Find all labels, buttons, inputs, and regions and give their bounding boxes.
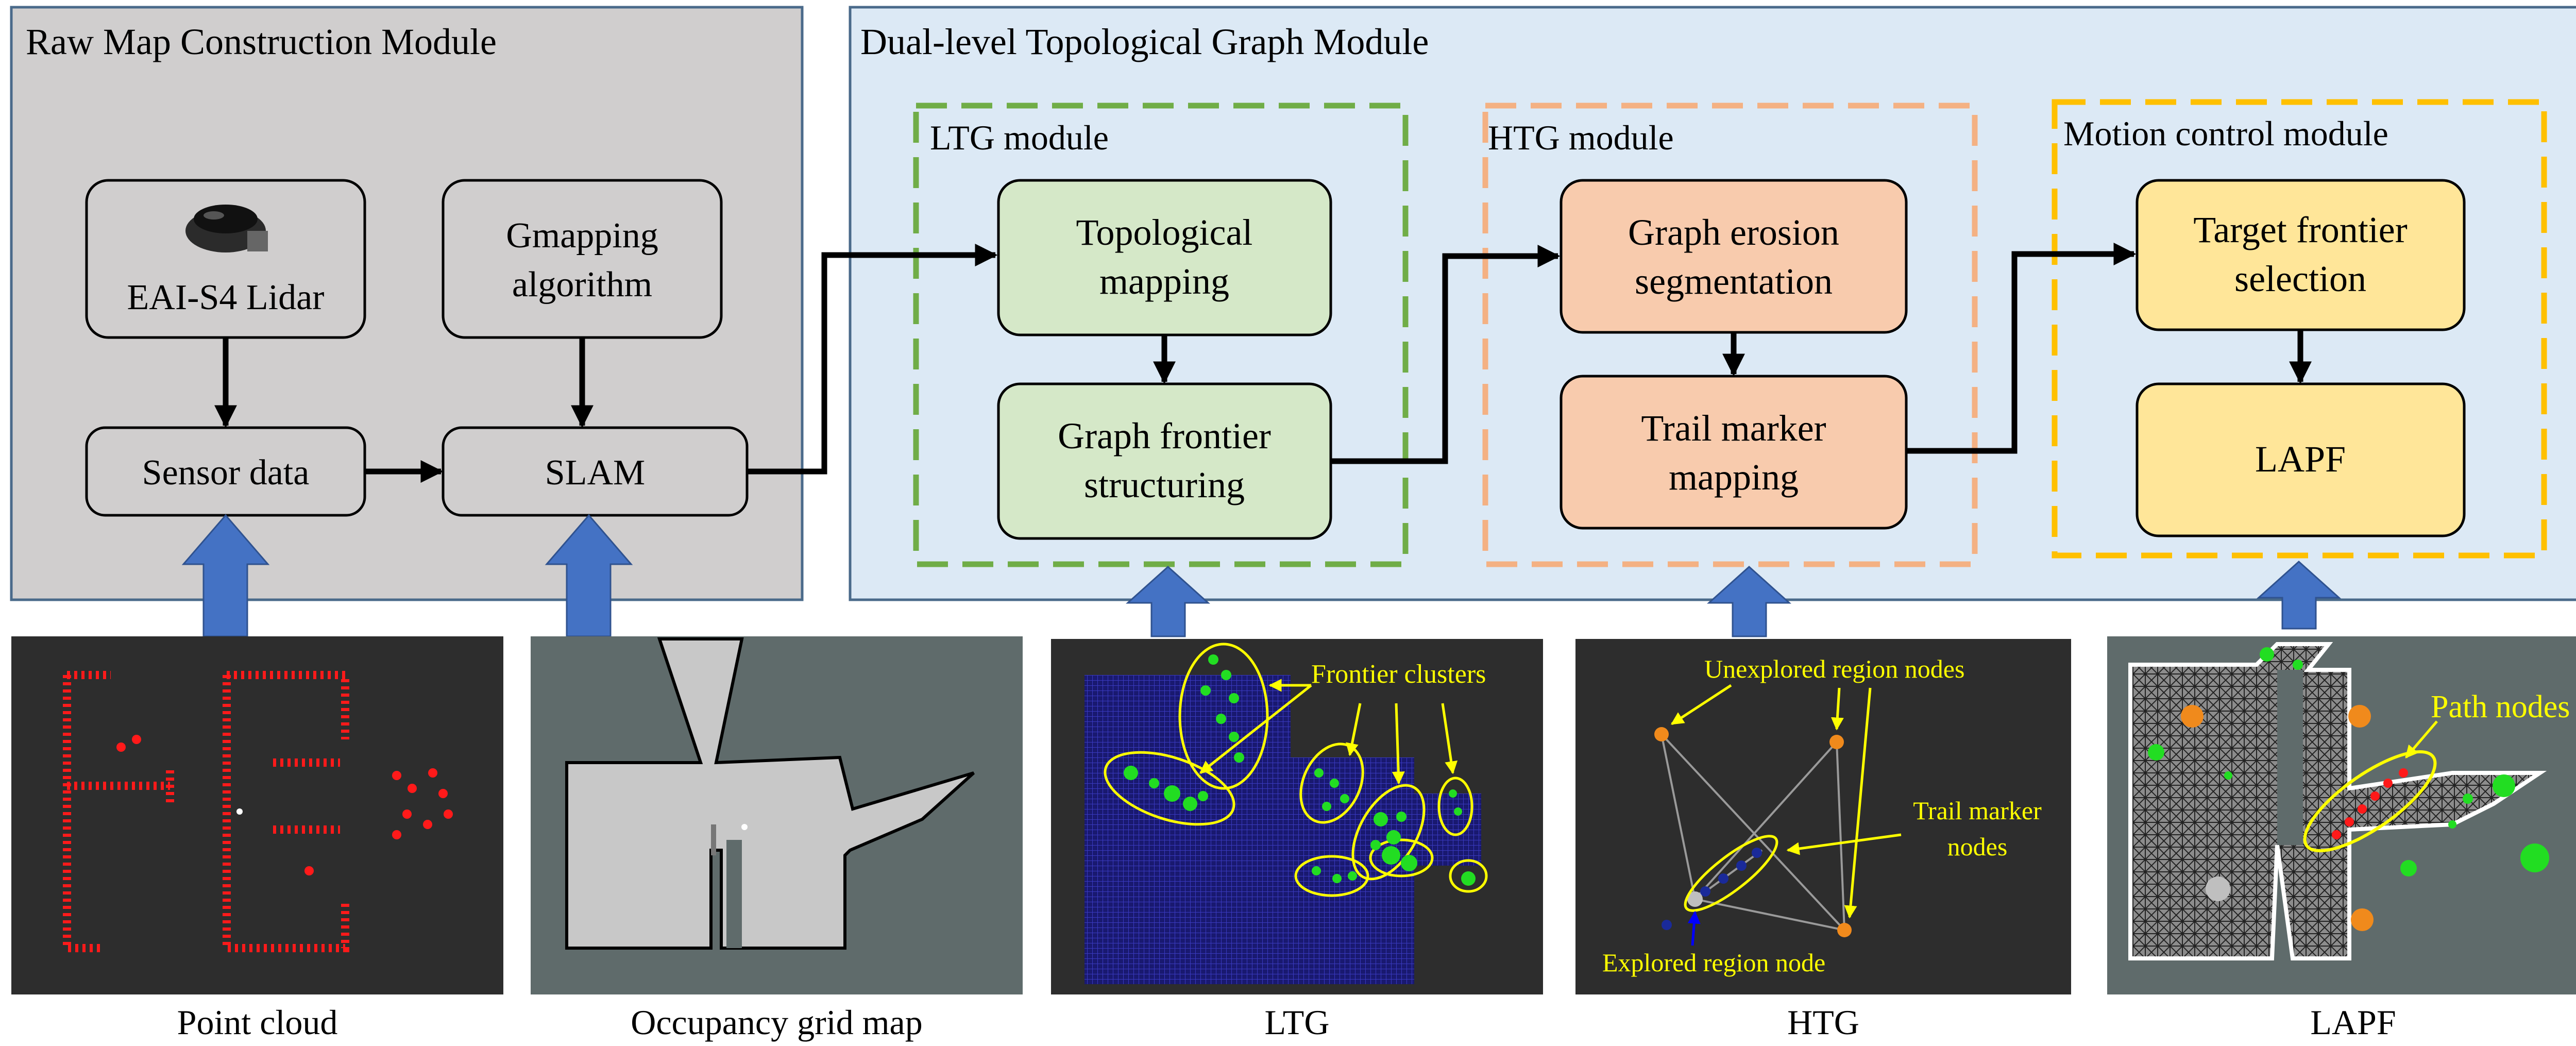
- caption-point-cloud: Point cloud: [177, 1003, 338, 1042]
- frontier-clusters-annotation: Frontier clusters: [1311, 660, 1486, 689]
- frontier-cluster-outlines: [1104, 643, 1488, 897]
- lidar-label: EAI-S4 Lidar: [127, 278, 325, 317]
- panel-occupancy-grid: [531, 636, 1023, 994]
- frontier-nodes: [1124, 654, 1476, 886]
- ltg-module-frame: [913, 103, 1409, 567]
- htg-unexplored-nodes: [1654, 727, 1852, 937]
- topological-mapping-box: [997, 179, 1332, 336]
- explored-node-annotation: Explored region node: [1602, 948, 1825, 977]
- caption-htg: HTG: [1787, 1003, 1859, 1042]
- lapf-path-nodes: [2332, 768, 2408, 839]
- caption-ltg: LTG: [1264, 1003, 1330, 1042]
- blue-arrow-lapf: [2257, 560, 2341, 630]
- ltg-module-title: LTG module: [930, 118, 1109, 157]
- panel-lapf: Path nodes: [2107, 636, 2576, 994]
- caption-lapf: LAPF: [2310, 1003, 2396, 1042]
- htg-module-title: HTG module: [1488, 118, 1674, 157]
- blue-arrow-ltg: [1126, 565, 1210, 637]
- arrow-ltg-to-htg: [1331, 245, 1561, 464]
- point-cloud-points: [63, 671, 349, 952]
- motion-module-title: Motion control module: [2063, 114, 2388, 153]
- trail-marker-box: [1560, 375, 1908, 530]
- htg-edges: [1660, 733, 1845, 931]
- dual-level-module-title: Dual-level Topological Graph Module: [860, 21, 1429, 62]
- arrow-htg-to-motion: [1906, 243, 2137, 454]
- blue-up-arrows: [181, 514, 2341, 637]
- lapf-label: LAPF: [2255, 438, 2346, 480]
- sensor-data-label: Sensor data: [142, 453, 310, 493]
- occupancy-free-space: [565, 637, 975, 950]
- arrow-slam-to-ltg: [747, 244, 998, 475]
- lapf-goal-nodes: [2181, 705, 2374, 931]
- graph-erosion-box: [1560, 179, 1908, 334]
- motion-module-frame: [2052, 99, 2547, 559]
- lapf-frontier-nodes: [2148, 647, 2549, 876]
- raw-map-module-title: Raw Map Construction Module: [26, 21, 497, 62]
- caption-occupancy-grid: Occupancy grid map: [631, 1003, 923, 1042]
- blue-arrow-occupancy: [545, 514, 633, 637]
- slam-label: SLAM: [545, 453, 645, 493]
- htg-module-frame: [1482, 103, 1978, 567]
- target-frontier-box: [2136, 179, 2466, 331]
- graph-frontier-box: [997, 382, 1332, 540]
- blue-arrow-point-cloud: [181, 514, 270, 637]
- panel-point-cloud: [11, 636, 503, 994]
- lapf-free-space: [2128, 642, 2547, 960]
- htg-explored-node: [1687, 891, 1703, 907]
- panel-ltg: Frontier clusters: [1051, 639, 1543, 994]
- gmapping-box: [442, 179, 723, 339]
- htg-trail-nodes: [1662, 848, 1762, 930]
- blue-arrow-htg: [1707, 565, 1791, 637]
- unexplored-nodes-annotation: Unexplored region nodes: [1704, 654, 1964, 683]
- lidar-device-icon: [185, 205, 268, 252]
- path-nodes-annotation: Path nodes: [2431, 689, 2570, 724]
